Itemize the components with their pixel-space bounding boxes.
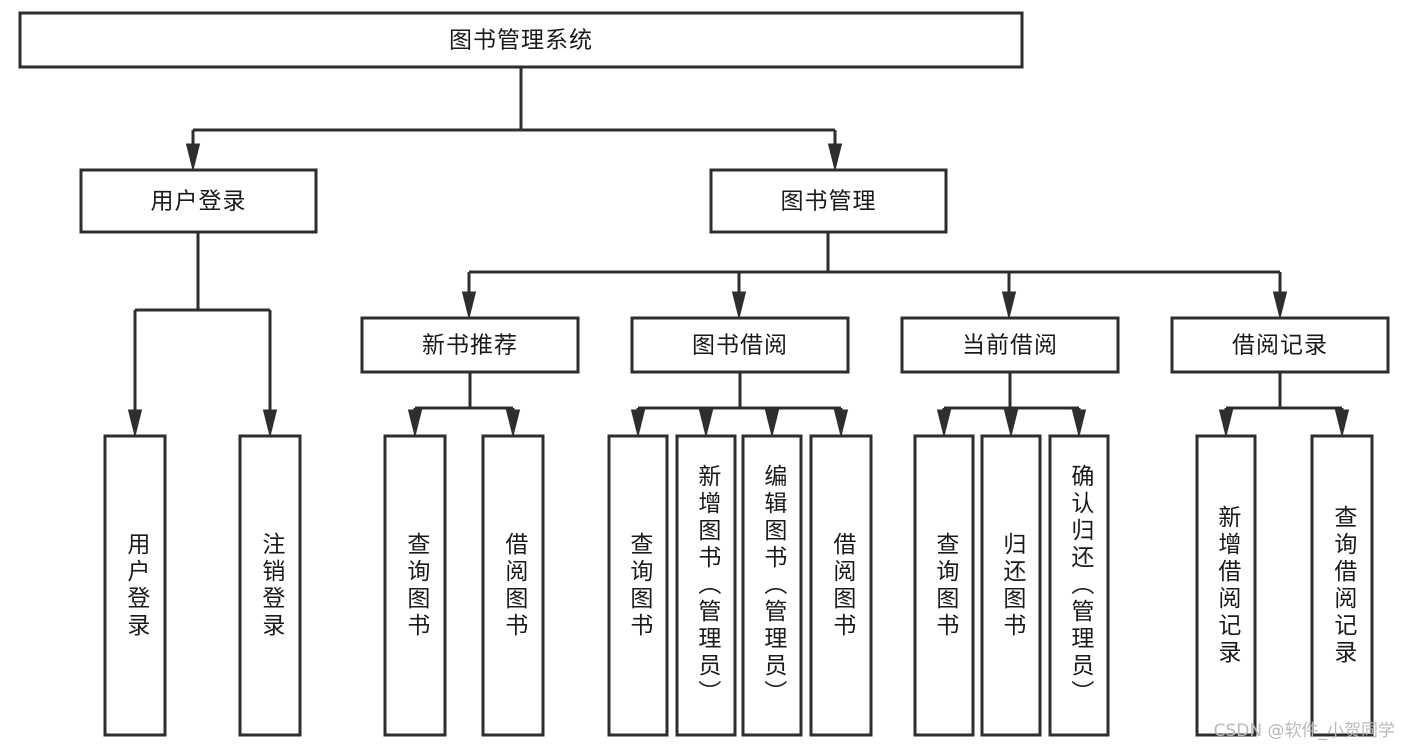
arrow-borrow-record: [1272, 291, 1288, 319]
node-box-root[interactable]: [18, 11, 1024, 69]
node-box-book-borrow[interactable]: [630, 316, 850, 374]
level3-label-borrow-record: 借阅记录: [1232, 333, 1328, 359]
node-box-leaf-logout[interactable]: [238, 434, 302, 737]
arrow-leaf-query-book-2: [630, 409, 646, 437]
borrow-to-leaves: [636, 372, 843, 420]
level3-label-current-borrow: 当前借阅: [962, 333, 1058, 359]
root-to-bus: [191, 67, 837, 155]
arrow-leaf-borrow-book-2: [833, 409, 849, 437]
arrow-leaf-user-login: [127, 409, 143, 437]
level2-label-user-login: 用户登录: [151, 189, 247, 215]
node-box-leaf-borrow-book-2[interactable]: [809, 434, 873, 737]
arrow-leaf-query-book-1: [407, 409, 423, 437]
node-box-leaf-query-book-3[interactable]: [913, 434, 975, 737]
node-box-book-manage[interactable]: [709, 168, 948, 234]
connector-layer: [133, 67, 1344, 420]
arrow-leaf-add-book: [698, 409, 714, 437]
node-box-new-book-recommend[interactable]: [360, 316, 580, 374]
arrow-user-login-node: [185, 143, 201, 171]
node-box-leaf-edit-book[interactable]: [741, 434, 803, 737]
node-box-leaf-add-record[interactable]: [1195, 434, 1257, 737]
node-box-layer: [18, 11, 1390, 737]
arrow-current-borrow: [1001, 291, 1017, 319]
node-box-leaf-borrow-book-1[interactable]: [481, 434, 545, 737]
node-box-leaf-return-book[interactable]: [980, 434, 1042, 737]
arrow-leaf-query-record: [1334, 409, 1350, 437]
arrow-leaf-return-book: [1003, 409, 1019, 437]
arrow-book-borrow: [731, 291, 747, 319]
level3-label-book-borrow: 图书借阅: [692, 333, 788, 359]
node-box-borrow-record[interactable]: [1170, 316, 1390, 374]
arrow-book-manage-node: [827, 143, 843, 171]
arrow-leaf-logout: [262, 409, 278, 437]
bookmanage-to-bus: [467, 232, 1282, 300]
node-box-leaf-query-record[interactable]: [1310, 434, 1374, 737]
level2-label-book-manage: 图书管理: [781, 189, 877, 215]
level3-label-new-book-recommend: 新书推荐: [422, 333, 518, 359]
arrow-leaf-borrow-book-1: [505, 409, 521, 437]
arrow-leaf-add-record: [1218, 409, 1234, 437]
arrowhead-layer: [127, 143, 1350, 437]
arrow-leaf-confirm-return: [1071, 409, 1087, 437]
node-box-leaf-query-book-1[interactable]: [383, 434, 447, 737]
arrow-new-book-recommend: [461, 291, 477, 319]
node-box-leaf-confirm-return[interactable]: [1048, 434, 1110, 737]
node-box-user-login[interactable]: [79, 168, 318, 234]
csdn-watermark: CSDN @软件_小贺同学: [1213, 721, 1395, 741]
node-box-current-borrow[interactable]: [900, 316, 1120, 374]
record-to-leaves: [1224, 372, 1344, 420]
userlogin-to-bus: [133, 232, 272, 420]
root-label-root: 图书管理系统: [449, 28, 593, 54]
recommend-to-leaves: [413, 372, 515, 420]
node-box-leaf-add-book[interactable]: [675, 434, 737, 737]
node-box-leaf-user-login[interactable]: [103, 434, 167, 737]
arrow-leaf-edit-book: [764, 409, 780, 437]
node-box-leaf-query-book-2[interactable]: [607, 434, 669, 737]
arrow-leaf-query-book-3: [936, 409, 952, 437]
